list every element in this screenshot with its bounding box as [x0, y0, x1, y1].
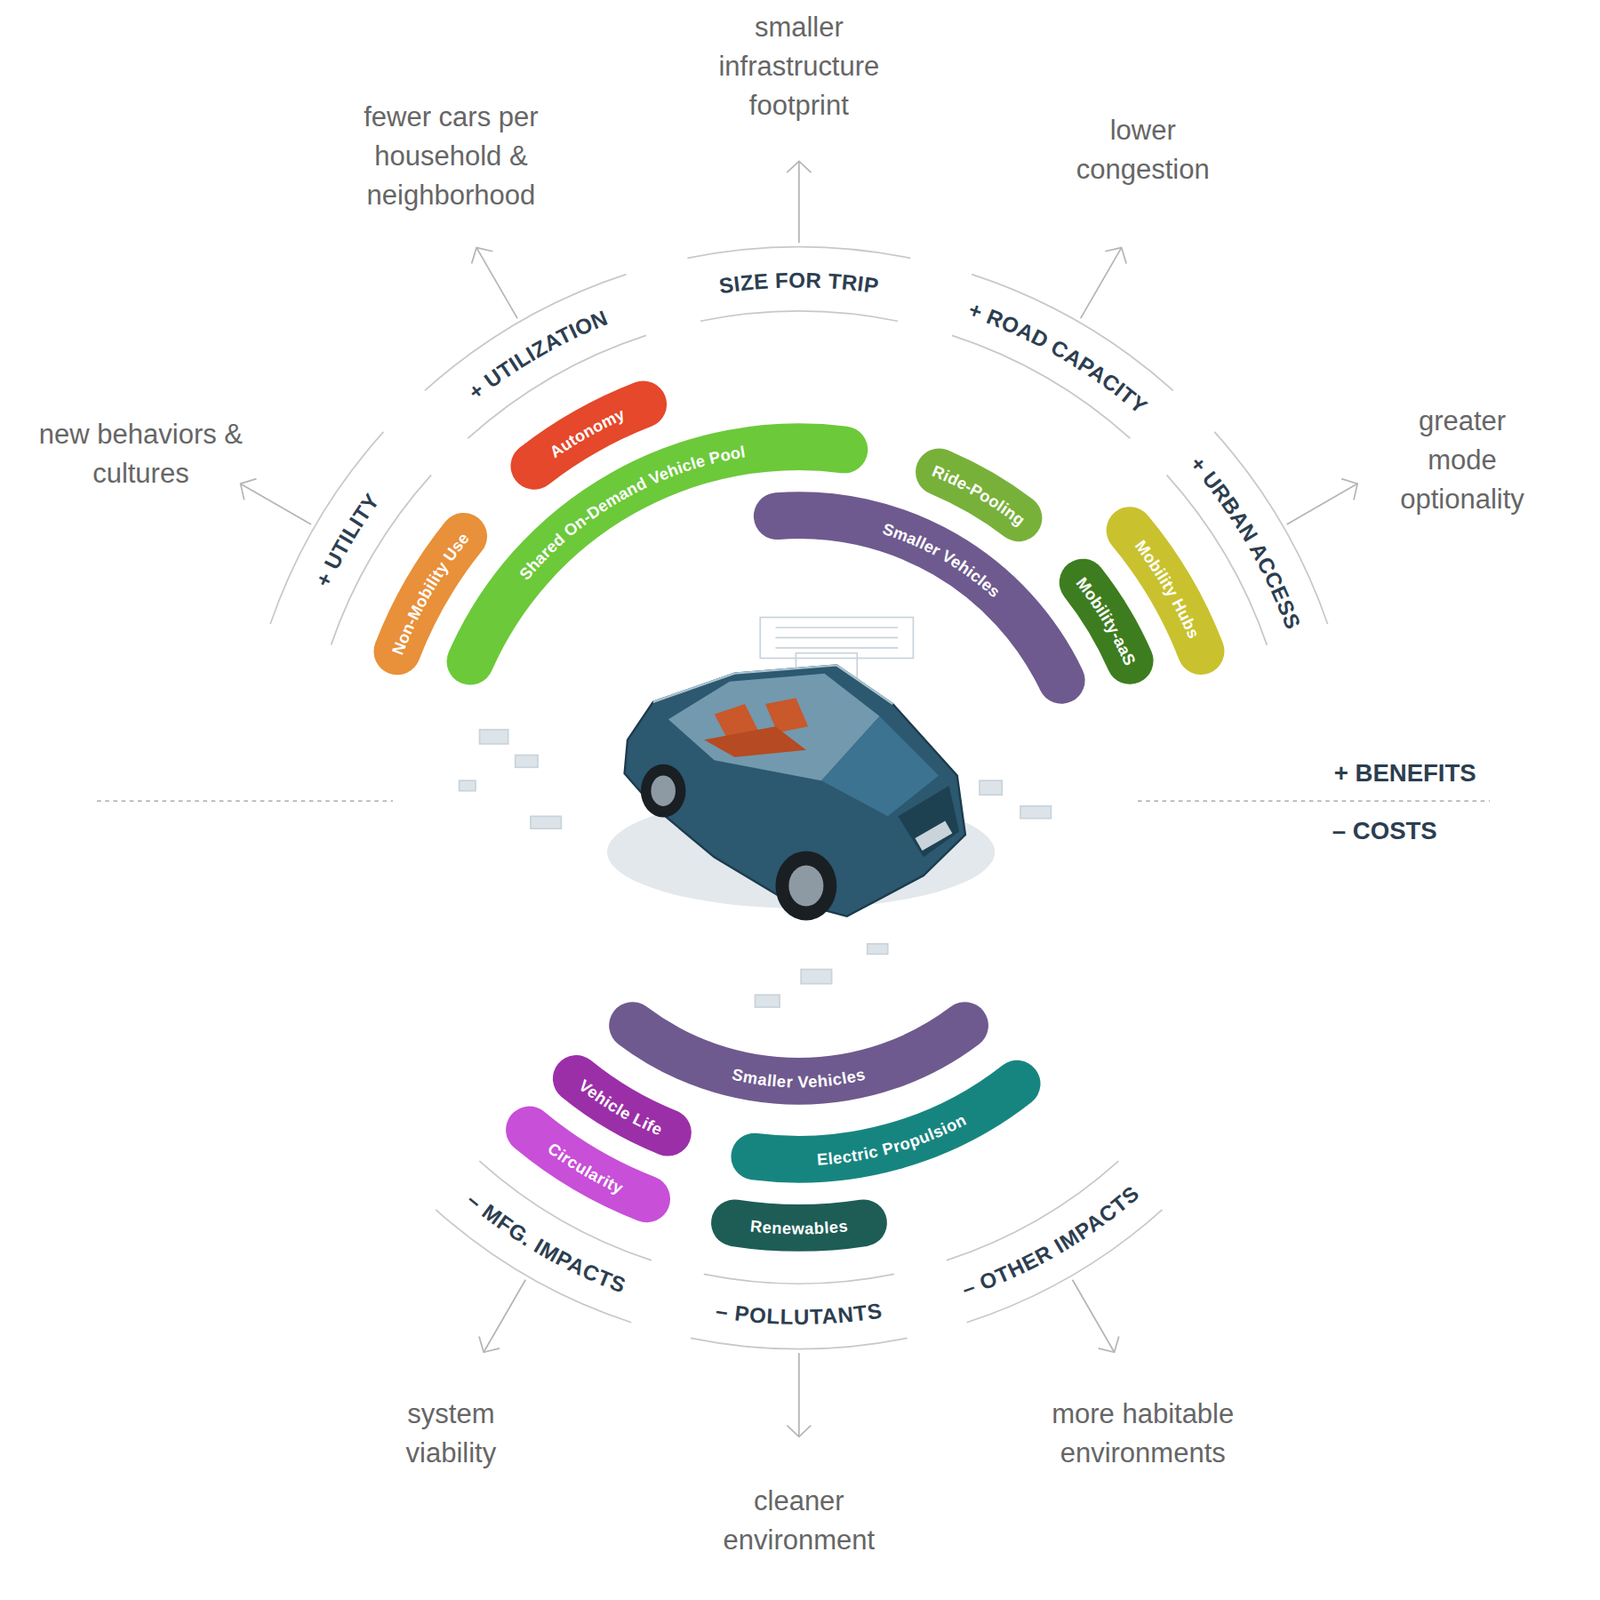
band-shape: Smaller Vehicles: [748, 484, 1099, 713]
ring-arc: [690, 1337, 908, 1349]
outcome-label: greater mode optionality: [1385, 401, 1539, 519]
band-label-text: Mobility Hubs: [1131, 536, 1204, 641]
divider-line: [1137, 800, 1490, 802]
band-stroke: [528, 1129, 647, 1200]
band-label-text: Smaller Vehicles: [730, 1064, 868, 1092]
leader-arrow: [240, 483, 312, 525]
ring-label-text: SIZE FOR TRIP: [717, 267, 880, 298]
axis-label: – COSTS: [1332, 816, 1438, 845]
band-stroke: [534, 404, 644, 466]
leader-arrow: [1287, 483, 1359, 525]
band-label: Renewables: [749, 1215, 849, 1237]
band-shape: Electric Propulsion: [725, 1045, 1056, 1190]
arrow-head: [786, 1425, 811, 1438]
band-label: Smaller Vehicles: [730, 1064, 868, 1092]
ring-arc: [687, 247, 911, 259]
leader-arrow: [483, 1280, 526, 1353]
ring-label: – POLLUTANTS: [714, 1297, 885, 1328]
arrow-head: [479, 1336, 500, 1353]
ring-label: SIZE FOR TRIP: [717, 267, 880, 298]
arrow-head: [1104, 248, 1127, 264]
ring-arc: [700, 311, 898, 321]
band-label: Shared On-Demand Vehicle Pool: [514, 441, 747, 584]
arrow-head: [472, 248, 494, 264]
ring-label: + UTILITY: [310, 488, 384, 591]
arrow-head: [1341, 479, 1358, 501]
divider-line: [96, 800, 393, 802]
band-label-text: Ride-Pooling: [929, 461, 1030, 530]
blueprint-sketch: [459, 617, 1052, 1008]
band-label-text: Shared On-Demand Vehicle Pool: [514, 441, 747, 584]
band-label-text: Autonomy: [546, 403, 629, 461]
arc-band: Mobility Hubs: [1091, 491, 1238, 683]
outcome-label: fewer cars per household & neighborhood: [333, 97, 568, 215]
ring-label: + UTILIZATION: [464, 304, 612, 404]
band-shape: Renewables: [704, 1188, 893, 1258]
leader-arrow: [798, 1352, 800, 1437]
axis-label: + BENEFITS: [1334, 759, 1477, 788]
band-label: Electric Propulsion: [816, 1109, 970, 1168]
arc-band: Circularity: [490, 1091, 679, 1236]
band-label: Mobility-aaS: [1072, 573, 1141, 669]
leader-arrow: [1080, 248, 1122, 320]
band-label-text: Mobility-aaS: [1072, 573, 1141, 669]
band-label-text: Renewables: [749, 1215, 849, 1237]
band-label: Circularity: [544, 1138, 627, 1198]
ring-label-text: – POLLUTANTS: [714, 1297, 885, 1328]
band-shape: Shared On-Demand Vehicle Pool: [432, 416, 874, 694]
band-label-text: Electric Propulsion: [816, 1109, 970, 1168]
outcome-label: new behaviors & cultures: [28, 415, 254, 493]
band-label: Smaller Vehicles: [880, 519, 1005, 601]
arrow-head: [1098, 1336, 1120, 1353]
band-shape: Smaller Vehicles: [593, 988, 1004, 1113]
band-stroke: [776, 515, 1062, 681]
ring-label: – OTHER IMPACTS: [959, 1180, 1144, 1301]
outcome-label: lower congestion: [1056, 111, 1230, 189]
outcome-label: more habitable environments: [1025, 1394, 1261, 1472]
ring-arc: [270, 432, 384, 624]
arc-band: Electric Propulsion: [725, 1045, 1056, 1190]
leader-arrow: [1072, 1280, 1115, 1353]
outcome-label: system viability: [379, 1394, 523, 1472]
car-illustration: [607, 664, 995, 920]
ring-label-text: – OTHER IMPACTS: [959, 1180, 1144, 1301]
band-shape: Circularity: [490, 1091, 679, 1236]
arc-band: Smaller Vehicles: [748, 484, 1099, 713]
band-label: Ride-Pooling: [929, 461, 1030, 530]
arc-band: Smaller Vehicles: [593, 988, 1004, 1113]
arrow-head: [240, 479, 257, 501]
arc-band: Renewables: [704, 1188, 893, 1258]
band-shape: Mobility Hubs: [1091, 491, 1238, 683]
arrow-head: [786, 160, 811, 173]
outcome-label: cleaner environment: [707, 1481, 892, 1560]
ring-label-text: + UTILITY: [310, 488, 384, 591]
band-label-text: Circularity: [544, 1138, 627, 1198]
band-label: Vehicle Life: [576, 1075, 666, 1139]
leader-arrow: [476, 248, 518, 320]
band-label-text: Vehicle Life: [576, 1075, 666, 1139]
ring-arc: [704, 1273, 895, 1284]
leader-arrow: [798, 160, 800, 243]
band-label-text: Smaller Vehicles: [880, 519, 1005, 601]
band-label: Mobility Hubs: [1131, 536, 1204, 641]
ring-label-text: + ROAD CAPACITY: [966, 296, 1153, 419]
band-label: Autonomy: [546, 403, 629, 461]
ring-label-text: + UTILIZATION: [464, 304, 612, 404]
ring-label: + ROAD CAPACITY: [966, 296, 1153, 419]
outcome-label: smaller infrastructure footprint: [696, 8, 902, 125]
arc-band: Shared On-Demand Vehicle Pool: [432, 416, 874, 694]
ring-arcs: [240, 160, 1359, 1437]
